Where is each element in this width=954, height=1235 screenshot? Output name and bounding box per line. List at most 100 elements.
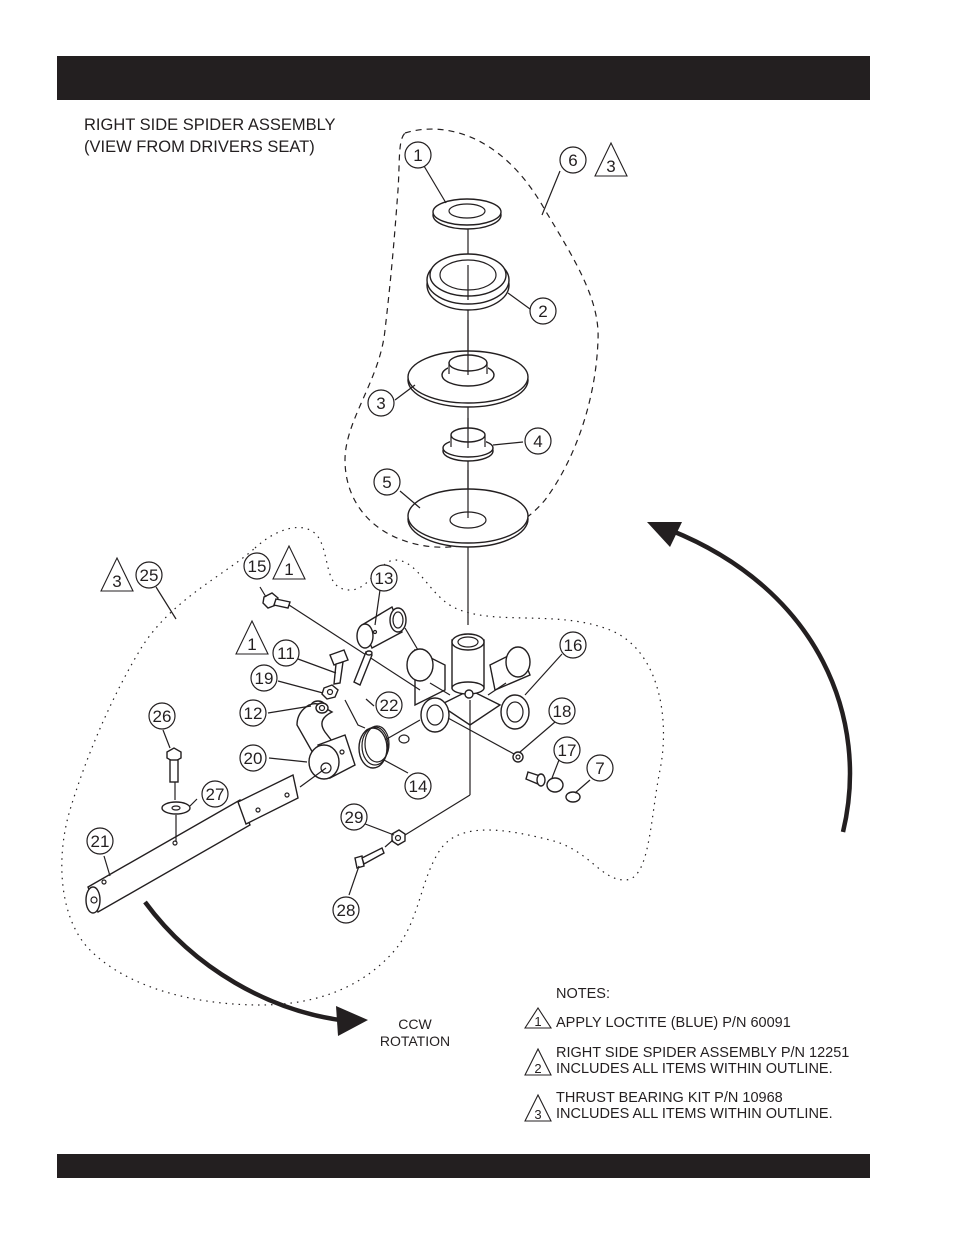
callout-3: 3: [367, 389, 395, 417]
callout-27: 27: [201, 780, 229, 808]
callout-number: 7: [595, 759, 604, 778]
callout-7: 7: [586, 754, 614, 782]
callout-number: 13: [375, 569, 394, 588]
callout-4: 4: [524, 427, 552, 455]
note-3-line2: INCLUDES ALL ITEMS WITHIN OUTLINE.: [556, 1106, 833, 1122]
callout-circle: [559, 631, 587, 659]
flag-triangle: [100, 556, 134, 592]
callout-circle: [250, 664, 278, 692]
part-29-nut: [384, 700, 471, 848]
callout-11: 11: [272, 639, 300, 667]
flag-triangle: [594, 141, 628, 177]
callout-circle: [370, 564, 398, 592]
note-flag-2-number: 2: [534, 1061, 541, 1076]
diagram-title: RIGHT SIDE SPIDER ASSEMBLY (VIEW FROM DR…: [84, 114, 336, 158]
callout-circle: [201, 780, 229, 808]
callout-number: 5: [382, 473, 391, 492]
callout-circle: [524, 427, 552, 455]
flag-number: 3: [112, 572, 121, 591]
rotation-label: CCW ROTATION: [370, 1016, 460, 1050]
callout-29: 29: [340, 803, 368, 831]
part-21-shaft: [85, 767, 327, 914]
callout-20: 20: [239, 744, 267, 772]
callout-21: 21: [86, 827, 114, 855]
callout-circle: [86, 827, 114, 855]
part-17-grease-fitting: [525, 771, 564, 793]
note-1-text: APPLY LOCTITE (BLUE) P/N 60091: [556, 1015, 791, 1031]
callout-2: 2: [529, 297, 557, 325]
note-flag-1-icon: 1: [523, 1006, 553, 1029]
note-flag-item25-icon: 3: [100, 556, 134, 592]
footer-bar: [57, 1154, 870, 1178]
rotation-label-line2: ROTATION: [379, 1033, 451, 1049]
callout-19: 19: [250, 664, 278, 692]
part-15-bolt: [262, 592, 421, 691]
callout-number: 21: [91, 832, 110, 851]
note-flag-item11-icon: 1: [235, 619, 269, 655]
callout-number: 16: [564, 636, 583, 655]
callout-6: 6: [559, 146, 587, 174]
callout-12: 12: [239, 699, 267, 727]
callout-number: 19: [255, 669, 274, 688]
callout-number: 25: [140, 566, 159, 585]
callout-circle: [135, 561, 163, 589]
note-flag-2-icon: 2: [524, 1047, 552, 1076]
callout-circle: [375, 691, 403, 719]
callout-number: 15: [248, 557, 267, 576]
callout-circle: [553, 736, 581, 764]
rotation-label-line1: CCW: [398, 1016, 432, 1032]
leader-lines: [103, 165, 591, 896]
part-5-thrust-washer: [407, 470, 529, 548]
callout-number: 2: [538, 302, 547, 321]
callout-circle: [148, 702, 176, 730]
callout-number: 18: [553, 702, 572, 721]
flag-number: 3: [606, 157, 615, 176]
part-2-bearing: [426, 253, 510, 311]
part-16-spider-hub: [406, 633, 531, 733]
note-flag-item15-icon: 1: [272, 544, 306, 580]
note-2-line2: INCLUDES ALL ITEMS WITHIN OUTLINE.: [556, 1061, 833, 1077]
note-flag-item6-icon: 3: [594, 141, 628, 177]
rotation-arrow-upper: [647, 522, 853, 833]
callout-circle: [586, 754, 614, 782]
part-19-nut: [321, 684, 339, 700]
callout-circle: [243, 552, 271, 580]
callout-circle: [340, 803, 368, 831]
callout-number: 14: [409, 777, 428, 796]
title-line-1: RIGHT SIDE SPIDER ASSEMBLY: [84, 116, 336, 134]
callout-circle: [548, 697, 576, 725]
part-14-spring: [344, 699, 421, 769]
part-20-arm: [296, 702, 356, 780]
callout-17: 17: [553, 736, 581, 764]
part-3-flanged-washer: [407, 320, 529, 408]
flag-number: 1: [247, 635, 256, 654]
thrust-bearing-kit-outline: [344, 128, 599, 548]
part-22-roll-pin: [353, 650, 373, 686]
callout-28: 28: [332, 896, 360, 924]
callout-number: 1: [413, 146, 422, 165]
callout-18: 18: [548, 697, 576, 725]
callout-number: 26: [153, 707, 172, 726]
callout-14: 14: [404, 772, 432, 800]
callout-number: 3: [376, 394, 385, 413]
callout-1: 1: [404, 141, 432, 169]
callout-13: 13: [370, 564, 398, 592]
part-4-bushing: [442, 418, 494, 462]
callout-number: 6: [568, 151, 577, 170]
flag-triangle: [272, 544, 306, 580]
part-26-bolt: [166, 747, 182, 800]
callout-number: 22: [380, 696, 399, 715]
callout-circle: [332, 896, 360, 924]
callout-circle: [239, 699, 267, 727]
callout-15: 15: [243, 552, 271, 580]
title-line-2: (VIEW FROM DRIVERS SEAT): [84, 138, 315, 156]
callout-25: 25: [135, 561, 163, 589]
callout-circle: [239, 744, 267, 772]
callout-number: 17: [558, 741, 577, 760]
callout-22: 22: [375, 691, 403, 719]
flag-number: 1: [284, 560, 293, 579]
note-flag-1-number: 1: [534, 1014, 541, 1029]
notes-heading: NOTES:: [556, 986, 610, 1002]
part-28-screw: [354, 847, 385, 869]
part-13-sleeve: [356, 605, 419, 651]
